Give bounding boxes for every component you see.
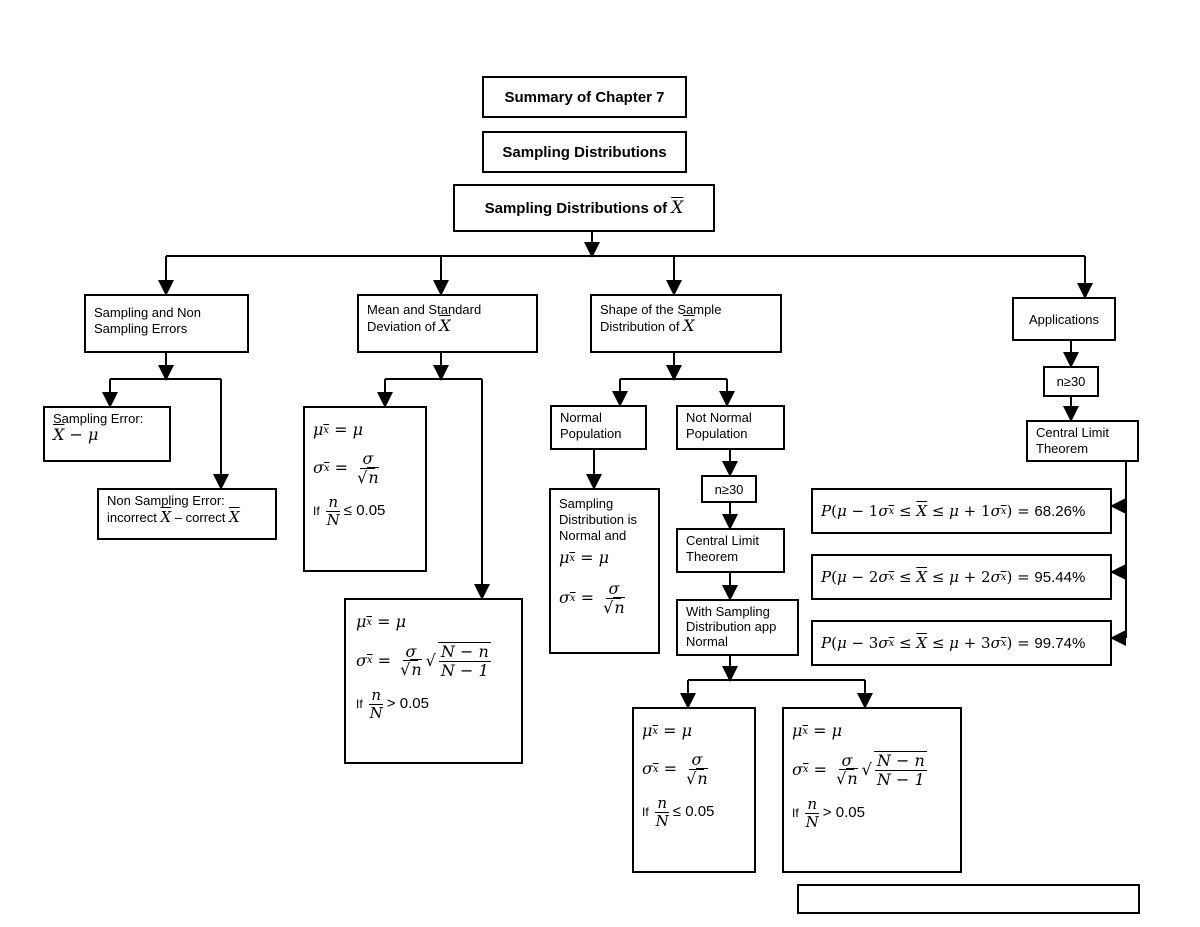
shape-n-condition-label: n≥30 <box>714 481 744 497</box>
x-bar-symbol: X <box>683 316 695 335</box>
not-normal-population-node: Not Normal Population <box>676 405 785 450</box>
sd-formula-fpc: σx = σnN − nN − 1 <box>792 751 952 789</box>
applications-node: Applications <box>1012 297 1116 341</box>
app-n-condition-label: n≥30 <box>1056 374 1086 389</box>
x-bar-symbol: X <box>229 508 240 526</box>
x-bar-symbol: X <box>671 197 684 218</box>
approx-normal-label: With Sampling Distribution app Normal <box>686 604 777 649</box>
chapter-title: Summary of Chapter 7 <box>482 76 687 118</box>
app-n-condition-node: n≥30 <box>1043 366 1099 397</box>
sampling-error-formula: X − μ <box>53 425 99 444</box>
condition-rel: > 0.05 <box>822 803 865 821</box>
non-sampling-error-formula: incorrect X – correct X <box>107 509 267 526</box>
not-normal-population-label: Not Normal Population <box>686 410 752 441</box>
mean-sd-node: Mean and Standard Deviation of X <box>357 294 538 353</box>
topic-title: Sampling Distributions <box>482 131 687 173</box>
chapter-title-text: Summary of Chapter 7 <box>504 88 665 106</box>
shape-clt-label: Central Limit Theorem <box>686 533 759 564</box>
condition-rel: ≤ 0.05 <box>343 501 386 519</box>
empty-box <box>797 884 1140 914</box>
formula-incorrect: incorrect <box>107 510 157 525</box>
app-clt-node: Central Limit Theorem <box>1026 420 1139 462</box>
prob-two-sigma-value: 95.44% <box>1034 568 1086 586</box>
topic-title-text: Sampling Distributions <box>502 143 667 161</box>
normal-result-label: Sampling Distribution is Normal and <box>559 496 638 543</box>
non-sampling-error-node: Non Sampling Error: incorrect X – correc… <box>97 488 277 540</box>
normal-population-label: Normal Population <box>560 410 622 441</box>
shape-n-condition-node: n≥30 <box>701 475 757 503</box>
shape-node-label: Shape of the Sample Distribution of <box>600 302 722 334</box>
non-sampling-error-label: Non Sampling Error: <box>107 493 225 508</box>
x-bar-symbol: X <box>439 316 451 335</box>
app-clt-label: Central Limit Theorem <box>1036 425 1109 456</box>
approx-normal-node: With Sampling Distribution app Normal <box>676 599 799 656</box>
subtopic-title: Sampling Distributions of X <box>453 184 715 232</box>
sd-formula-fpc: σx = σnN − nN − 1 <box>356 642 511 680</box>
applications-node-label: Applications <box>1028 311 1100 327</box>
formula-correct: – correct <box>174 510 226 525</box>
condition-rel: > 0.05 <box>386 694 429 712</box>
sd-formula: σx = σn <box>559 580 650 617</box>
condition-rel: ≤ 0.05 <box>672 802 715 820</box>
sd-formula: σx = σn <box>313 450 417 487</box>
prob-three-sigma-value: 99.74% <box>1034 634 1086 652</box>
sd-formula: σx = σn <box>642 751 746 788</box>
subtopic-title-text: Sampling Distributions of <box>484 199 668 217</box>
prob-one-sigma-value: 68.26% <box>1034 502 1086 520</box>
shape-clt-node: Central Limit Theorem <box>676 528 785 573</box>
sampling-error-label: Sampling Error: <box>53 411 144 426</box>
errors-node-label: Sampling and Non Sampling Errors <box>94 305 201 336</box>
mean-sd-node-label: Mean and Standard Deviation of <box>367 302 482 334</box>
errors-node: Sampling and Non Sampling Errors <box>84 294 249 353</box>
x-bar-symbol: X <box>160 508 172 526</box>
normal-population-node: Normal Population <box>550 405 647 450</box>
shape-node: Shape of the Sample Distribution of X <box>590 294 782 353</box>
sampling-error-node: Sampling Error: X − μ <box>43 406 171 462</box>
